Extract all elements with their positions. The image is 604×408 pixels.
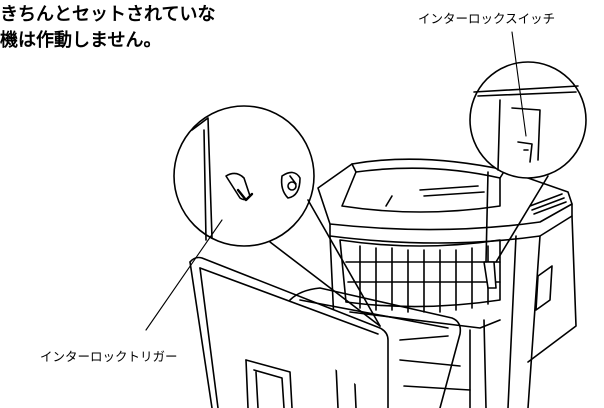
- switch-magnifier: [469, 31, 587, 263]
- interlock-switch-label: インターロックスイッチ: [418, 11, 556, 26]
- waste-bin: [189, 256, 462, 408]
- trigger-magnifier: [173, 105, 381, 327]
- heading-line-1: きちんとセットされていな: [0, 4, 216, 25]
- instruction-heading: きちんとセットされていな 機は作動しません。: [0, 2, 215, 54]
- shredder-body: [317, 158, 577, 408]
- heading-line-2: 機は作動しません。: [0, 30, 162, 51]
- interlock-trigger-label: インターロックトリガー: [40, 349, 178, 364]
- trigger-leader-line: [145, 219, 223, 331]
